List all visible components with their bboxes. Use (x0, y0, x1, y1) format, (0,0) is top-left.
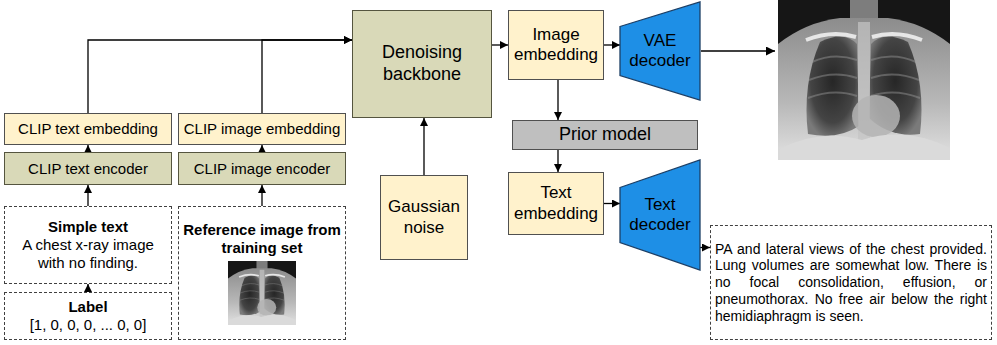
decoder-trapezoid: Text decoder (620, 160, 700, 270)
box-text: Text embedding (513, 183, 599, 224)
arrow-connector (87, 185, 88, 206)
arrow-connector (261, 185, 262, 206)
encoder-box: CLIP text encoder (4, 152, 172, 185)
arrow-connector (492, 44, 508, 45)
input-box: Gaussian noise (380, 175, 468, 260)
box-text: Reference image from training set (183, 221, 341, 257)
embedding-box: Text embedding (508, 172, 604, 235)
output-arrow (701, 50, 775, 51)
arrow-connector (88, 40, 352, 113)
arrow-connector (557, 150, 558, 172)
box-text: CLIP text encoder (28, 160, 148, 178)
arrow-connector (261, 145, 262, 152)
embedding-box: CLIP image embedding (178, 113, 346, 145)
arrow-connector (87, 145, 88, 152)
box-text: CLIP text embedding (18, 120, 158, 138)
prompt-box: Simple textA chest x-ray image with no f… (4, 206, 172, 284)
arrow-connector (604, 203, 620, 204)
box-text: Denoising backbone (357, 42, 487, 85)
encoder-box: CLIP image encoder (178, 152, 346, 185)
box-text: Image embedding (513, 25, 599, 66)
arrow-connector (557, 80, 558, 120)
arrow-connector (700, 247, 710, 248)
process-box: Prior model (512, 120, 698, 150)
arrow-connector (262, 40, 352, 113)
embedding-box: CLIP text embedding (4, 113, 172, 145)
box-text: Label (68, 298, 107, 316)
reference-image-box: Reference image from training set (178, 206, 346, 340)
box-text: Simple text (48, 218, 128, 236)
embedding-box: Image embedding (508, 10, 604, 80)
box-text: Text decoder (624, 195, 696, 236)
decoder-trapezoid: VAE decoder (620, 2, 700, 100)
arrow-connector (423, 118, 424, 175)
box-text: [1, 0, 0, 0, ... 0, 0] (30, 316, 147, 334)
box-text: Prior model (559, 124, 651, 146)
report-box: PA and lateral views of the chest provid… (710, 225, 992, 340)
box-text: PA and lateral views of the chest provid… (715, 241, 987, 325)
box-text: Gaussian noise (385, 197, 463, 238)
box-text: CLIP image encoder (194, 160, 330, 178)
box-text: A chest x-ray image with no finding. (9, 236, 167, 272)
generated-xray-image (778, 0, 950, 160)
process-box: Denoising backbone (352, 10, 492, 118)
arrow-connector (87, 284, 88, 292)
box-text: CLIP image embedding (184, 120, 341, 138)
label-box: Label[1, 0, 0, 0, ... 0, 0] (4, 292, 172, 340)
arrow-connector (604, 44, 620, 45)
reference-xray-image (228, 261, 296, 325)
box-text: VAE decoder (624, 31, 696, 72)
